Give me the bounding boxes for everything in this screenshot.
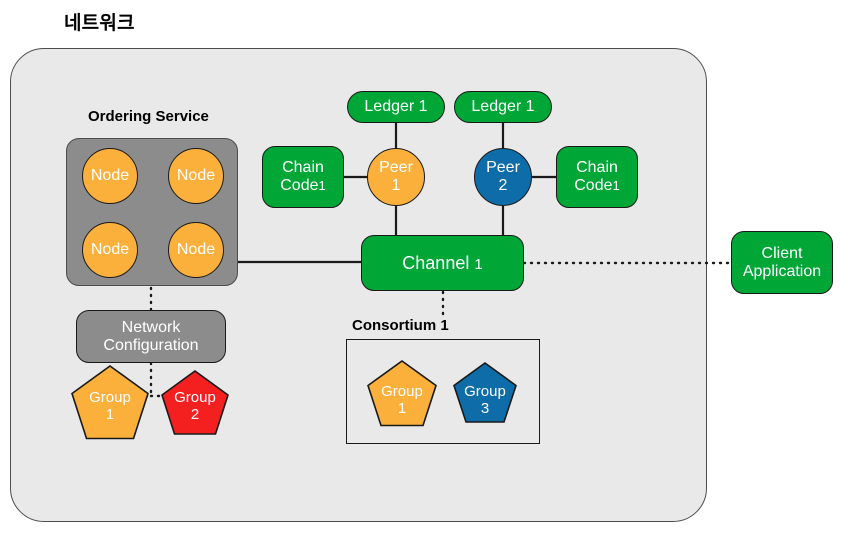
chaincode-1-number: 1 bbox=[318, 178, 326, 193]
channel-number: 1 bbox=[474, 255, 483, 273]
ordering-node-3[interactable]: Node bbox=[82, 222, 138, 278]
ordering-node-2-label: Node bbox=[176, 167, 216, 185]
peer-1-line2: 1 bbox=[391, 177, 401, 194]
chaincode-2-line2: Code1 bbox=[574, 177, 619, 195]
chaincode-1-line2: Code1 bbox=[280, 177, 325, 195]
ordering-node-1-label: Node bbox=[90, 167, 130, 185]
client-application-line1: Client bbox=[761, 244, 803, 262]
ledger-1-box[interactable]: Ledger 1 bbox=[347, 91, 445, 123]
chaincode-1-line2-text: Code bbox=[280, 177, 319, 194]
network-configuration-line1: Network bbox=[121, 318, 181, 336]
ordering-service-title: Ordering Service bbox=[88, 108, 209, 125]
chaincode-2-line1: Chain bbox=[576, 159, 618, 177]
ordering-node-3-label: Node bbox=[90, 241, 130, 259]
channel-box[interactable]: Channel 1 bbox=[361, 235, 524, 291]
ordering-node-4[interactable]: Node bbox=[168, 222, 224, 278]
chaincode-2-line2-text: Code bbox=[574, 177, 613, 194]
config-group-2-pentagon[interactable] bbox=[161, 370, 229, 435]
ordering-node-1[interactable]: Node bbox=[82, 148, 138, 204]
ordering-node-4-label: Node bbox=[176, 241, 216, 259]
ledger-2-label: Ledger 1 bbox=[471, 98, 535, 116]
consortium-title: Consortium 1 bbox=[352, 317, 449, 334]
peer-2-line2: 2 bbox=[498, 177, 508, 194]
peer-1-line1: Peer bbox=[379, 159, 413, 177]
consortium-group-3-pentagon[interactable] bbox=[453, 362, 517, 423]
peer-1-node[interactable]: Peer 1 bbox=[367, 148, 425, 206]
peer-2-node[interactable]: Peer 2 bbox=[474, 148, 532, 206]
chaincode-1-box[interactable]: Chain Code1 bbox=[262, 146, 344, 208]
ordering-node-2[interactable]: Node bbox=[168, 148, 224, 204]
client-application-line2: Application bbox=[742, 262, 822, 280]
chaincode-2-number: 1 bbox=[612, 178, 620, 193]
chaincode-2-box[interactable]: Chain Code1 bbox=[556, 146, 638, 208]
consortium-box bbox=[346, 339, 540, 444]
chaincode-1-line1: Chain bbox=[282, 159, 324, 177]
ledger-1-label: Ledger 1 bbox=[364, 98, 428, 116]
network-title: 네트워크 bbox=[64, 13, 135, 34]
consortium-group-1-pentagon[interactable] bbox=[367, 360, 437, 427]
channel-label: Channel 1 bbox=[402, 253, 482, 274]
network-configuration-box[interactable]: Network Configuration bbox=[76, 310, 226, 363]
ledger-2-box[interactable]: Ledger 1 bbox=[454, 91, 552, 123]
peer-2-line1: Peer bbox=[486, 159, 520, 177]
config-group-1-pentagon[interactable] bbox=[71, 365, 149, 440]
client-application-box[interactable]: Client Application bbox=[731, 231, 833, 294]
network-configuration-line2: Configuration bbox=[103, 336, 199, 354]
channel-label-text: Channel bbox=[402, 252, 470, 273]
